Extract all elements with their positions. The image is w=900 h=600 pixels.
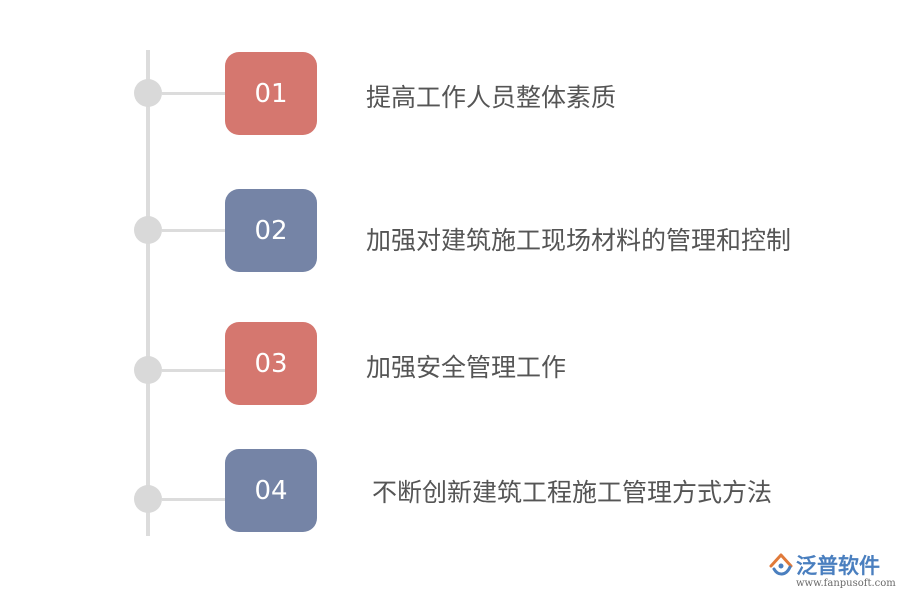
step-number-3: 03	[254, 348, 288, 379]
step-badge-4: 04	[225, 449, 317, 532]
step-label-4: 不断创新建筑工程施工管理方式方法	[372, 478, 773, 507]
fanpu-logo-icon	[768, 552, 794, 578]
step-number-4: 04	[254, 475, 288, 506]
brand-logo: 泛普软件 www.fanpusoft.com	[768, 550, 896, 596]
timeline-spine	[146, 50, 150, 536]
timeline-connector-1	[162, 92, 226, 95]
timeline-connector-3	[162, 369, 226, 372]
timeline-node-1	[134, 79, 162, 107]
brand-url: www.fanpusoft.com	[796, 578, 896, 589]
timeline-connector-2	[162, 229, 226, 232]
timeline-connector-4	[162, 498, 226, 501]
step-label-3: 加强安全管理工作	[366, 353, 567, 382]
step-badge-1: 01	[225, 52, 317, 135]
step-label-1: 提高工作人员整体素质	[366, 83, 617, 112]
step-badge-3: 03	[225, 322, 317, 405]
step-badge-2: 02	[225, 189, 317, 272]
step-number-1: 01	[254, 78, 288, 109]
timeline-node-2	[134, 216, 162, 244]
timeline-node-3	[134, 356, 162, 384]
timeline-node-4	[134, 485, 162, 513]
step-number-2: 02	[254, 215, 288, 246]
step-label-2: 加强对建筑施工现场材料的管理和控制	[366, 226, 792, 255]
brand-name: 泛普软件	[796, 554, 880, 578]
